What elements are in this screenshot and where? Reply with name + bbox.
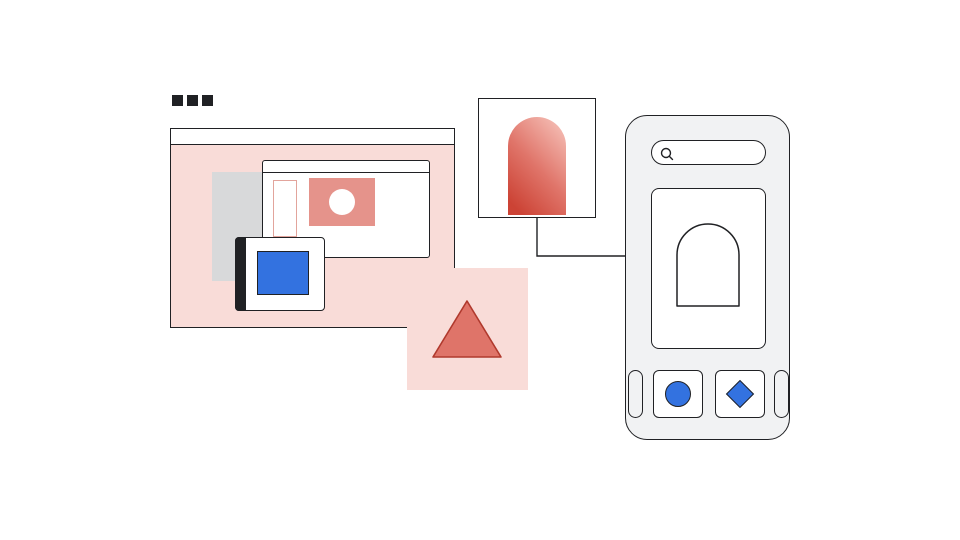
arch-icon [676, 223, 740, 307]
notebook-spine [235, 237, 246, 311]
circle-icon [329, 189, 355, 215]
diamond-icon [725, 379, 755, 409]
dot-icon [202, 95, 213, 106]
dome-tile [478, 98, 596, 218]
image-placeholder [309, 178, 375, 226]
connector-line [536, 217, 626, 257]
dome-graphic [508, 117, 566, 215]
left-side-button [628, 370, 643, 418]
dot-icon [172, 95, 183, 106]
skeleton-block [273, 180, 297, 237]
dome-icon [508, 117, 566, 215]
notebook-image [257, 251, 309, 295]
arch-graphic [676, 223, 740, 307]
triangle-graphic [432, 300, 502, 358]
triangle-icon [432, 300, 502, 358]
circle-icon [665, 381, 691, 407]
window-titlebar [171, 129, 454, 145]
dot-icon [187, 95, 198, 106]
card-divider [263, 172, 429, 173]
overflow-dots [172, 95, 218, 106]
circle-button-tile [653, 370, 703, 418]
notebook-card [235, 237, 325, 311]
pink-tile [407, 268, 528, 390]
search-pill [651, 140, 766, 165]
screen-card [651, 188, 766, 349]
diamond-button-tile [715, 370, 765, 418]
phone-frame [625, 115, 790, 440]
right-side-button [774, 370, 789, 418]
search-icon [660, 147, 674, 161]
